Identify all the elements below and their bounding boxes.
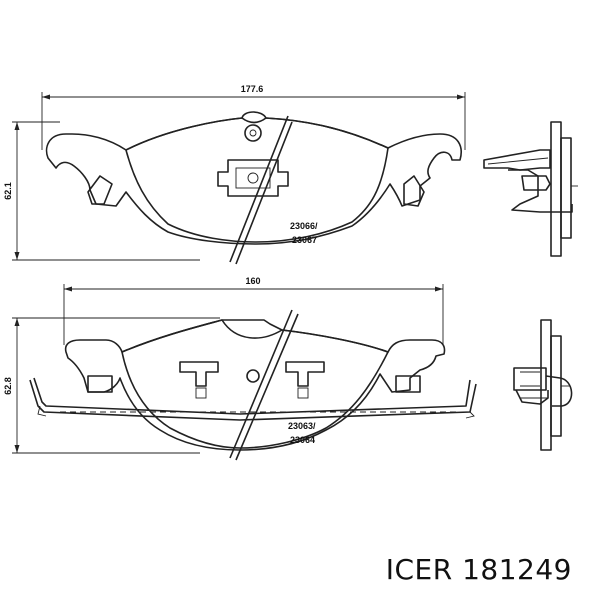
lower-part-number-1: 23063/ xyxy=(288,421,316,431)
upper-right-tab xyxy=(403,175,425,207)
lower-left-clip xyxy=(179,361,219,387)
lower-part-number-2: 23064 xyxy=(290,435,315,445)
lower-pad-drawing: 160 62.8 23063/ 23064 xyxy=(3,276,477,461)
upper-width-label: 177.6 xyxy=(241,84,264,94)
lower-right-tab xyxy=(395,375,421,393)
lower-wire-a xyxy=(229,309,293,459)
upper-backing-plate xyxy=(45,111,462,245)
upper-wire-a xyxy=(229,115,289,263)
upper-wire-b xyxy=(235,121,293,265)
lower-left-tab xyxy=(87,375,113,393)
upper-center-pin-circle xyxy=(244,124,262,142)
lower-width-label: 160 xyxy=(245,276,260,286)
upper-center-pin-hole xyxy=(249,129,257,137)
upper-friction-material xyxy=(125,117,389,243)
upper-height-dimension: 62.1 xyxy=(3,121,200,261)
lower-wire-b xyxy=(235,313,299,461)
lower-right-clip xyxy=(285,361,325,387)
upper-clip-rivet xyxy=(247,172,259,184)
lower-width-dimension: 160 xyxy=(63,276,444,345)
upper-part-number-2: 23067 xyxy=(292,235,317,245)
lower-side-view xyxy=(513,319,573,451)
upper-clip-center xyxy=(235,167,271,189)
lower-friction-material xyxy=(121,319,389,449)
upper-height-label: 62.1 xyxy=(3,182,13,200)
upper-side-view xyxy=(483,121,578,257)
upper-left-tab xyxy=(87,175,113,205)
lower-center-hole xyxy=(246,369,260,383)
upper-pad-drawing: 177.6 62.1 23066/ 23067 xyxy=(3,84,466,265)
upper-spring-clip xyxy=(217,159,289,197)
product-caption: ICER 181249 xyxy=(385,553,572,586)
lower-right-clip-foot xyxy=(297,387,309,399)
lower-spring-wire xyxy=(29,377,477,421)
upper-part-number-1: 23066/ xyxy=(290,221,318,231)
lower-left-clip-foot xyxy=(195,387,207,399)
lower-height-dimension: 62.8 xyxy=(3,317,220,454)
upper-width-dimension: 177.6 xyxy=(41,84,466,150)
lower-backing-plate xyxy=(64,319,446,451)
lower-height-label: 62.8 xyxy=(3,377,13,395)
